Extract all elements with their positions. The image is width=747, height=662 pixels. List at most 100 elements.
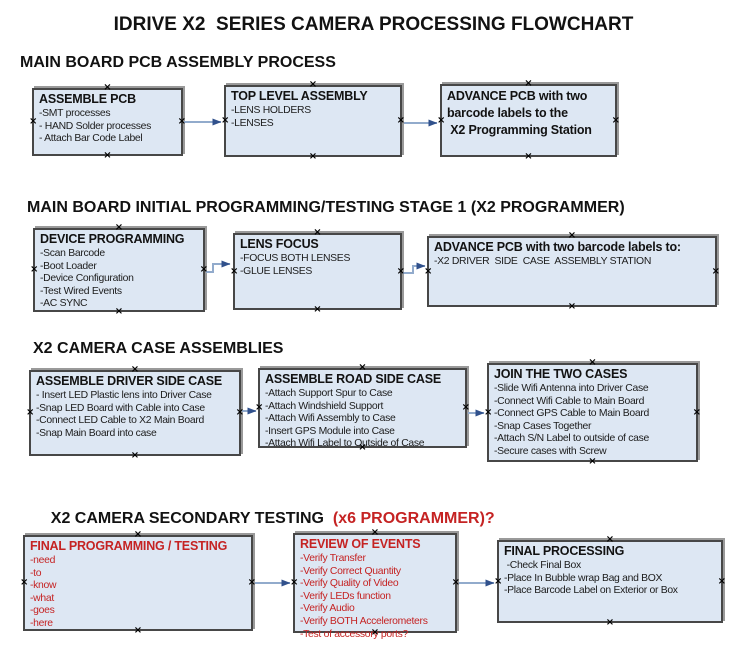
box-item: -Verify BOTH Accelerometers [300, 615, 428, 627]
connector-arrow[interactable] [206, 260, 231, 273]
flow-box-assemble-driver-side-case[interactable]: ASSEMBLE DRIVER SIDE CASE - Insert LED P… [26, 365, 244, 461]
connection-handle-icon: × [588, 456, 597, 467]
box-title: ADVANCE PCB with two barcode labels to: [434, 240, 681, 254]
connection-handle-icon: × [396, 115, 405, 126]
box-title: ASSEMBLE PCB [39, 92, 136, 106]
box-item: -Boot Loader [40, 260, 97, 272]
flow-box-advance-pcb-programming-station[interactable]: ADVANCE PCB with two barcode labels to t… [437, 79, 620, 162]
connection-handle-icon: × [524, 78, 533, 89]
box-title: ASSEMBLE DRIVER SIDE CASE [36, 374, 223, 388]
box-item: -Attach Windshield Support [265, 400, 384, 412]
section-header-red-part: (x6 PROGRAMMER)? [332, 510, 495, 527]
box-item: -Connect Wifi Cable to Main Board [494, 395, 645, 407]
box-item: -Insert GPS Module into Case [265, 425, 395, 437]
box-item: -Connect LED Cable to X2 Main Board [36, 415, 204, 427]
section-header-initial-programming: MAIN BOARD INITIAL PROGRAMMING/TESTING S… [27, 199, 625, 216]
connection-handle-icon: × [524, 151, 533, 162]
box-item: -Snap Cases Together [494, 420, 592, 432]
flow-box-assemble-pcb[interactable]: ASSEMBLE PCB -SMT processes - HAND Solde… [29, 83, 186, 161]
box-item: -Verify LEDs function [300, 590, 391, 602]
box-item: -Snap LED Board with Cable into Case [36, 402, 205, 414]
section-header-pcb-assembly: MAIN BOARD PCB ASSEMBLY PROCESS [20, 54, 336, 71]
section-header-case-assemblies: X2 CAMERA CASE ASSEMBLIES [33, 340, 284, 357]
connection-handle-icon: × [308, 151, 318, 162]
box-item: -LENS HOLDERS [231, 105, 311, 116]
box-item: -know [30, 580, 57, 592]
box-title: FINAL PROGRAMMING / TESTING [30, 539, 228, 553]
connection-handle-icon: × [103, 82, 112, 93]
connection-handle-icon: × [26, 407, 35, 418]
connection-handle-icon: × [20, 577, 29, 588]
flow-box-top-level-assembly[interactable]: TOP LEVEL ASSEMBLY -LENS HOLDERS -LENSES… [221, 80, 405, 162]
connector-arrow[interactable] [403, 262, 426, 274]
box-item: -SMT processes [39, 108, 111, 119]
box-item: -to [30, 567, 42, 579]
connection-handle-icon: × [235, 407, 244, 418]
connection-handle-icon: × [567, 230, 577, 241]
box-item: -Verify Correct Quantity [300, 565, 401, 577]
connection-handle-icon: × [605, 534, 615, 545]
box-item: - HAND Solder processes [39, 120, 152, 132]
box-item: - Insert LED Plastic lens into Driver Ca… [36, 390, 212, 401]
flow-box-advance-pcb-driver-side[interactable]: ADVANCE PCB with two barcode labels to: … [424, 231, 720, 312]
connection-handle-icon: × [114, 222, 124, 233]
box-title: JOIN THE TWO CASES [494, 367, 628, 381]
box-title: ASSEMBLE ROAD SIDE CASE [265, 372, 441, 386]
connection-handle-icon: × [290, 577, 299, 588]
connection-handle-icon: × [221, 115, 230, 126]
connection-handle-icon: × [133, 625, 143, 636]
box-item: -LENSES [231, 117, 274, 129]
connection-handle-icon: × [451, 577, 460, 588]
connection-handle-icon: × [130, 364, 140, 375]
box-item: -Connect GPS Cable to Main Board [494, 408, 650, 420]
connection-handle-icon: × [605, 617, 615, 628]
box-item: -Slide Wifi Antenna into Driver Case [494, 383, 649, 394]
flow-box-review-of-events[interactable]: REVIEW OF EVENTS -Verify Transfer -Verif… [290, 528, 460, 640]
connection-handle-icon: × [177, 116, 186, 127]
box-title: LENS FOCUS [240, 237, 319, 251]
connection-handle-icon: × [313, 304, 322, 315]
box-item: -Test Wired Events [40, 285, 122, 297]
page-title: IDRIVE X2 SERIES CAMERA PROCESSING FLOWC… [113, 14, 634, 35]
flow-box-assemble-road-side-case[interactable]: ASSEMBLE ROAD SIDE CASE -Attach Support … [255, 363, 470, 453]
box-item: -AC SYNC [40, 298, 88, 310]
connection-handle-icon: × [484, 406, 493, 418]
box-item: -Verify Audio [300, 603, 355, 615]
box-item: -FOCUS BOTH LENSES [240, 253, 351, 264]
flow-box-final-programming-testing[interactable]: FINAL PROGRAMMING / TESTING -need -to -k… [20, 530, 256, 636]
box-item: -Attach Support Spur to Case [265, 388, 393, 399]
flow-box-lens-focus[interactable]: LENS FOCUS -FOCUS BOTH LENSES -GLUE LENS… [230, 228, 405, 315]
connection-handle-icon: × [588, 357, 597, 368]
connection-handle-icon: × [370, 627, 380, 638]
connection-handle-icon: × [611, 114, 620, 126]
box-item: -here [30, 617, 53, 629]
connection-handle-icon: × [30, 264, 39, 275]
box-item: -Test of accessory ports? [300, 628, 408, 640]
flow-box-final-processing[interactable]: FINAL PROCESSING -Check Final Box -Place… [494, 535, 726, 628]
box-item: -Verify Transfer [300, 553, 366, 564]
connection-handle-icon: × [230, 265, 239, 277]
box-item: -Attach S/N Label to outside of case [494, 433, 649, 445]
connection-handle-icon: × [199, 264, 208, 275]
box-title: FINAL PROCESSING [504, 544, 625, 558]
section-header-secondary-testing: X2 CAMERA SECONDARY TESTING (x6 PROGRAMM… [33, 492, 495, 546]
connection-handle-icon: × [567, 301, 577, 312]
connection-handle-icon: × [313, 227, 322, 238]
connection-handle-icon: × [711, 265, 720, 277]
connection-handle-icon: × [370, 527, 380, 538]
box-item: -Secure cases with Screw [494, 445, 607, 457]
flow-box-join-two-cases[interactable]: JOIN THE TWO CASES -Slide Wifi Antenna i… [484, 358, 701, 467]
box-item: -Snap Main Board into case [36, 427, 157, 439]
connection-handle-icon: × [358, 442, 367, 453]
connection-handle-icon: × [308, 79, 318, 90]
box-item: -goes [30, 605, 55, 617]
box-item: -Verify Quality of Video [300, 578, 399, 590]
flow-box-device-programming[interactable]: DEVICE PROGRAMMING -Scan Barcode -Boot L… [30, 223, 208, 317]
box-item: -need [30, 555, 56, 566]
connection-handle-icon: × [114, 306, 124, 317]
box-item: -Scan Barcode [40, 248, 105, 259]
connection-handle-icon: × [103, 150, 112, 161]
box-title: DEVICE PROGRAMMING [40, 232, 185, 246]
box-item: -X2 DRIVER SIDE CASE ASSEMBLY STATION [434, 256, 652, 267]
